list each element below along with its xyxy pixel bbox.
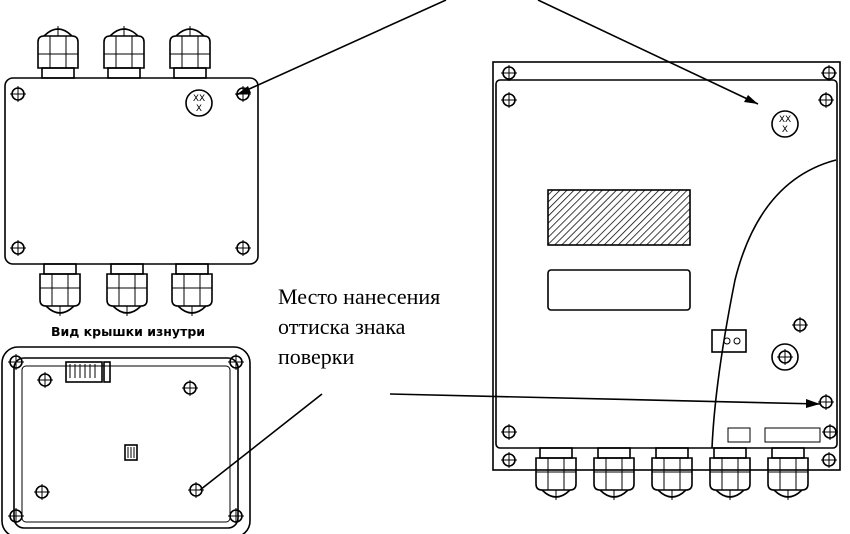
cable-gland [651,447,693,501]
cable-gland [535,447,577,501]
screw-icon [500,451,518,469]
cover-inside-caption: Вид крышки изнутри [51,324,205,339]
cable-gland [767,447,809,501]
cable-gland [170,26,210,78]
svg-text:поверки: поверки [278,344,354,369]
screw-icon [500,91,518,109]
display-window [547,189,691,246]
terminal-block [711,329,747,353]
screw-icon [776,348,794,366]
arrow-to-verification-screw [389,393,821,405]
cable-gland [104,26,144,78]
screw-icon [9,239,27,257]
screw-icon [820,64,838,82]
screw-icon [7,353,25,371]
dip-switch [65,361,103,383]
screw-icon [500,423,518,441]
arrow-to-right-seal [537,0,759,105]
box-lid [4,77,259,265]
screw-icon [187,481,205,499]
arrow-to-left-seal [235,0,447,96]
svg-text:XX: XX [193,94,205,104]
cable-gland [39,263,81,317]
screw-icon [9,85,27,103]
seal-mark-left: XX X [185,89,213,117]
seal-mark-right: XX X [771,110,799,138]
screw-icon [234,239,252,257]
screw-icon [821,423,839,441]
junction-box-top-view: XX X [4,26,259,317]
screw-icon [500,64,518,82]
screw-icon [227,353,245,371]
screw-icon [820,451,838,469]
svg-text:X: X [196,104,202,114]
screw-icon [817,393,835,411]
device-front-view: XX X [492,61,841,501]
cable-gland [38,26,78,78]
svg-text:XX: XX [779,115,791,125]
screw-icon [181,379,199,397]
screw-icon [33,483,51,501]
svg-text:Место нанесения: Место нанесения [278,284,440,309]
cable-gland [593,447,635,501]
verification-mark-note: Место нанесения оттиска знака поверки [278,284,440,369]
cable-gland [171,263,213,317]
cutaway-edge [711,159,837,449]
leader-to-cover-screw [199,393,323,491]
cable-gland [709,447,751,501]
svg-text:X: X [782,125,788,135]
svg-text:оттиска знака: оттиска знака [278,314,406,339]
label-plate [547,269,691,311]
cable-gland [106,263,148,317]
screw-icon [791,316,809,334]
screw-icon [817,91,835,109]
cover-inside-view [1,346,251,534]
leader-lines [199,0,821,491]
screw-icon [36,371,54,389]
